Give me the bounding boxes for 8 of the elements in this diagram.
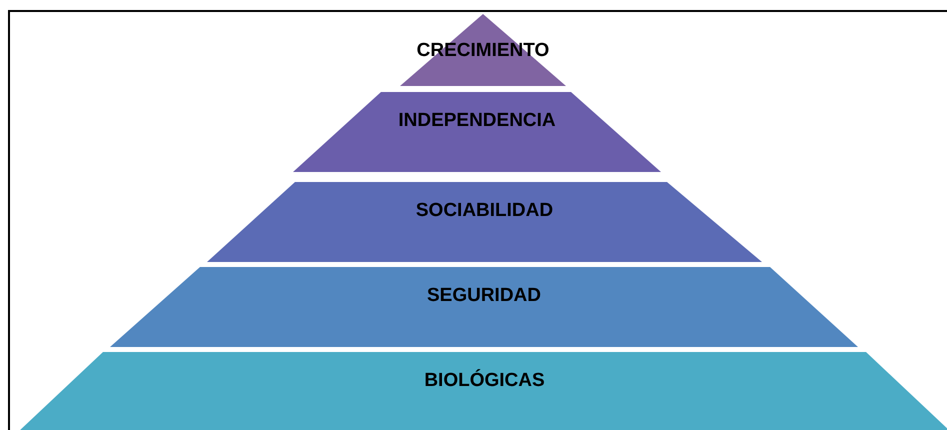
pyramid-level bbox=[18, 352, 947, 430]
level-label: BIOLÓGICAS bbox=[424, 370, 545, 392]
pyramid-level bbox=[110, 267, 858, 347]
level-label: INDEPENDENCIA bbox=[398, 110, 556, 132]
level-label: SOCIABILIDAD bbox=[416, 200, 554, 222]
level-label: SEGURIDAD bbox=[426, 285, 541, 307]
pyramid-level bbox=[207, 182, 762, 262]
pyramid-level bbox=[293, 92, 661, 172]
